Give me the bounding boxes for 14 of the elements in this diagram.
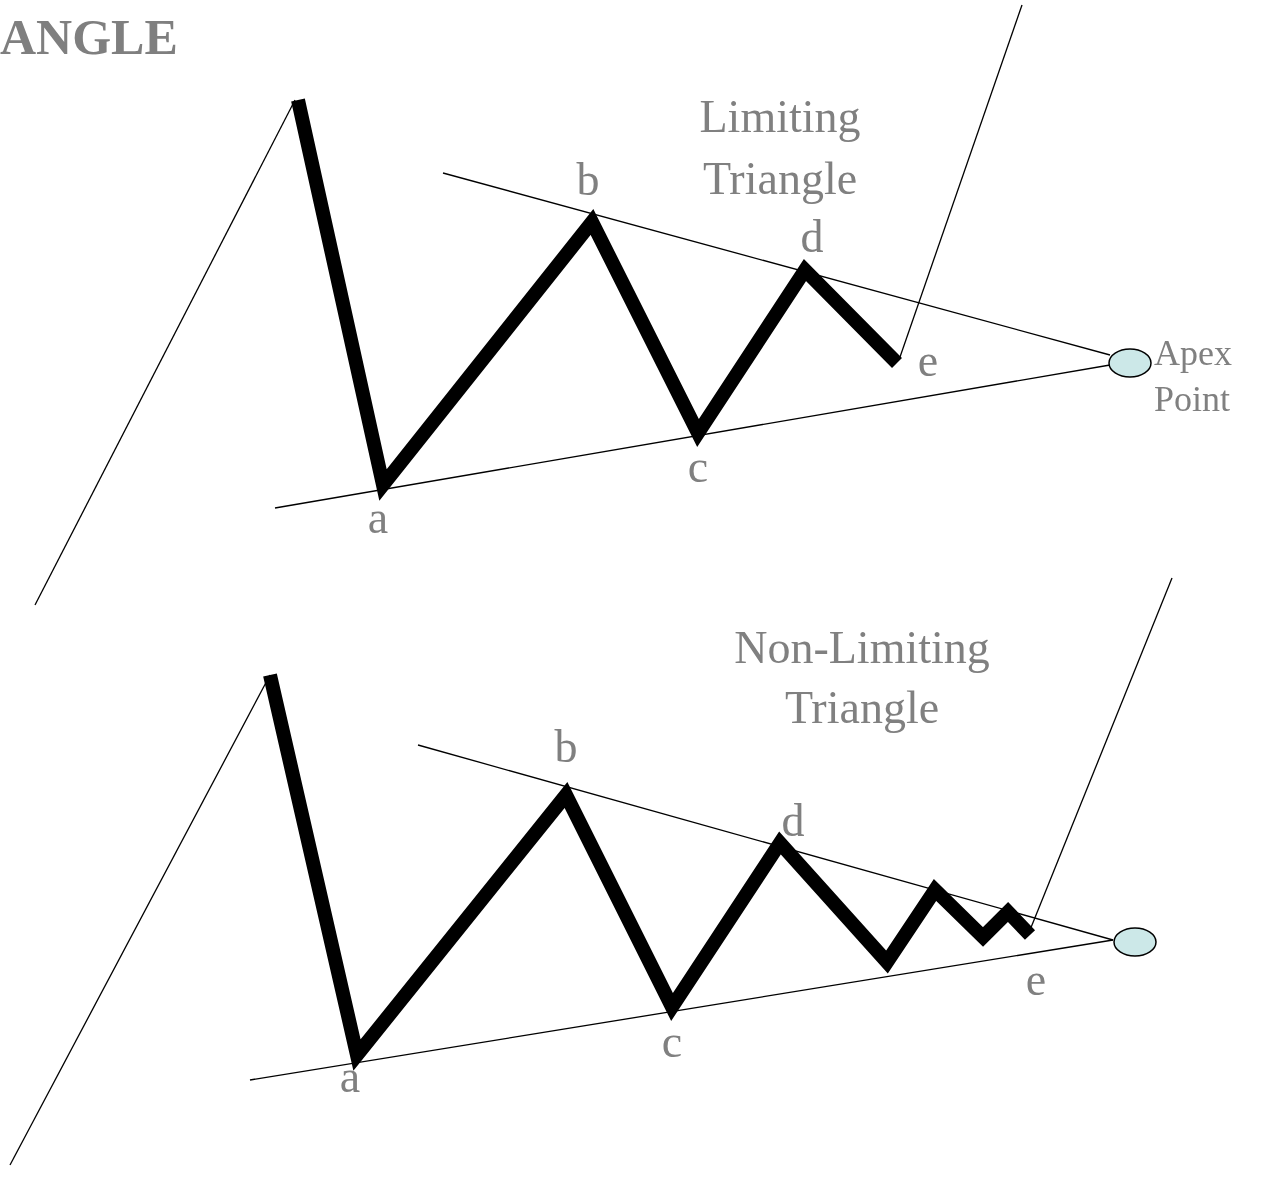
wave-label: e [1024,955,1048,1005]
wave-label: a [338,1052,362,1102]
wave-label: d [799,212,825,262]
apex-ellipse [1113,927,1157,957]
wave-label: d [780,796,806,846]
wave-label: c [660,1017,684,1067]
triangle-title: Non-Limiting Triangle [733,621,991,735]
wave-label: c [686,442,710,492]
wave-label: b [553,722,579,772]
title: ANGLE [0,8,178,66]
wave-label: a [366,493,390,543]
wave-label: b [575,155,601,205]
wave-label: e [916,336,940,386]
apex-label: Apex Point [1154,332,1233,421]
